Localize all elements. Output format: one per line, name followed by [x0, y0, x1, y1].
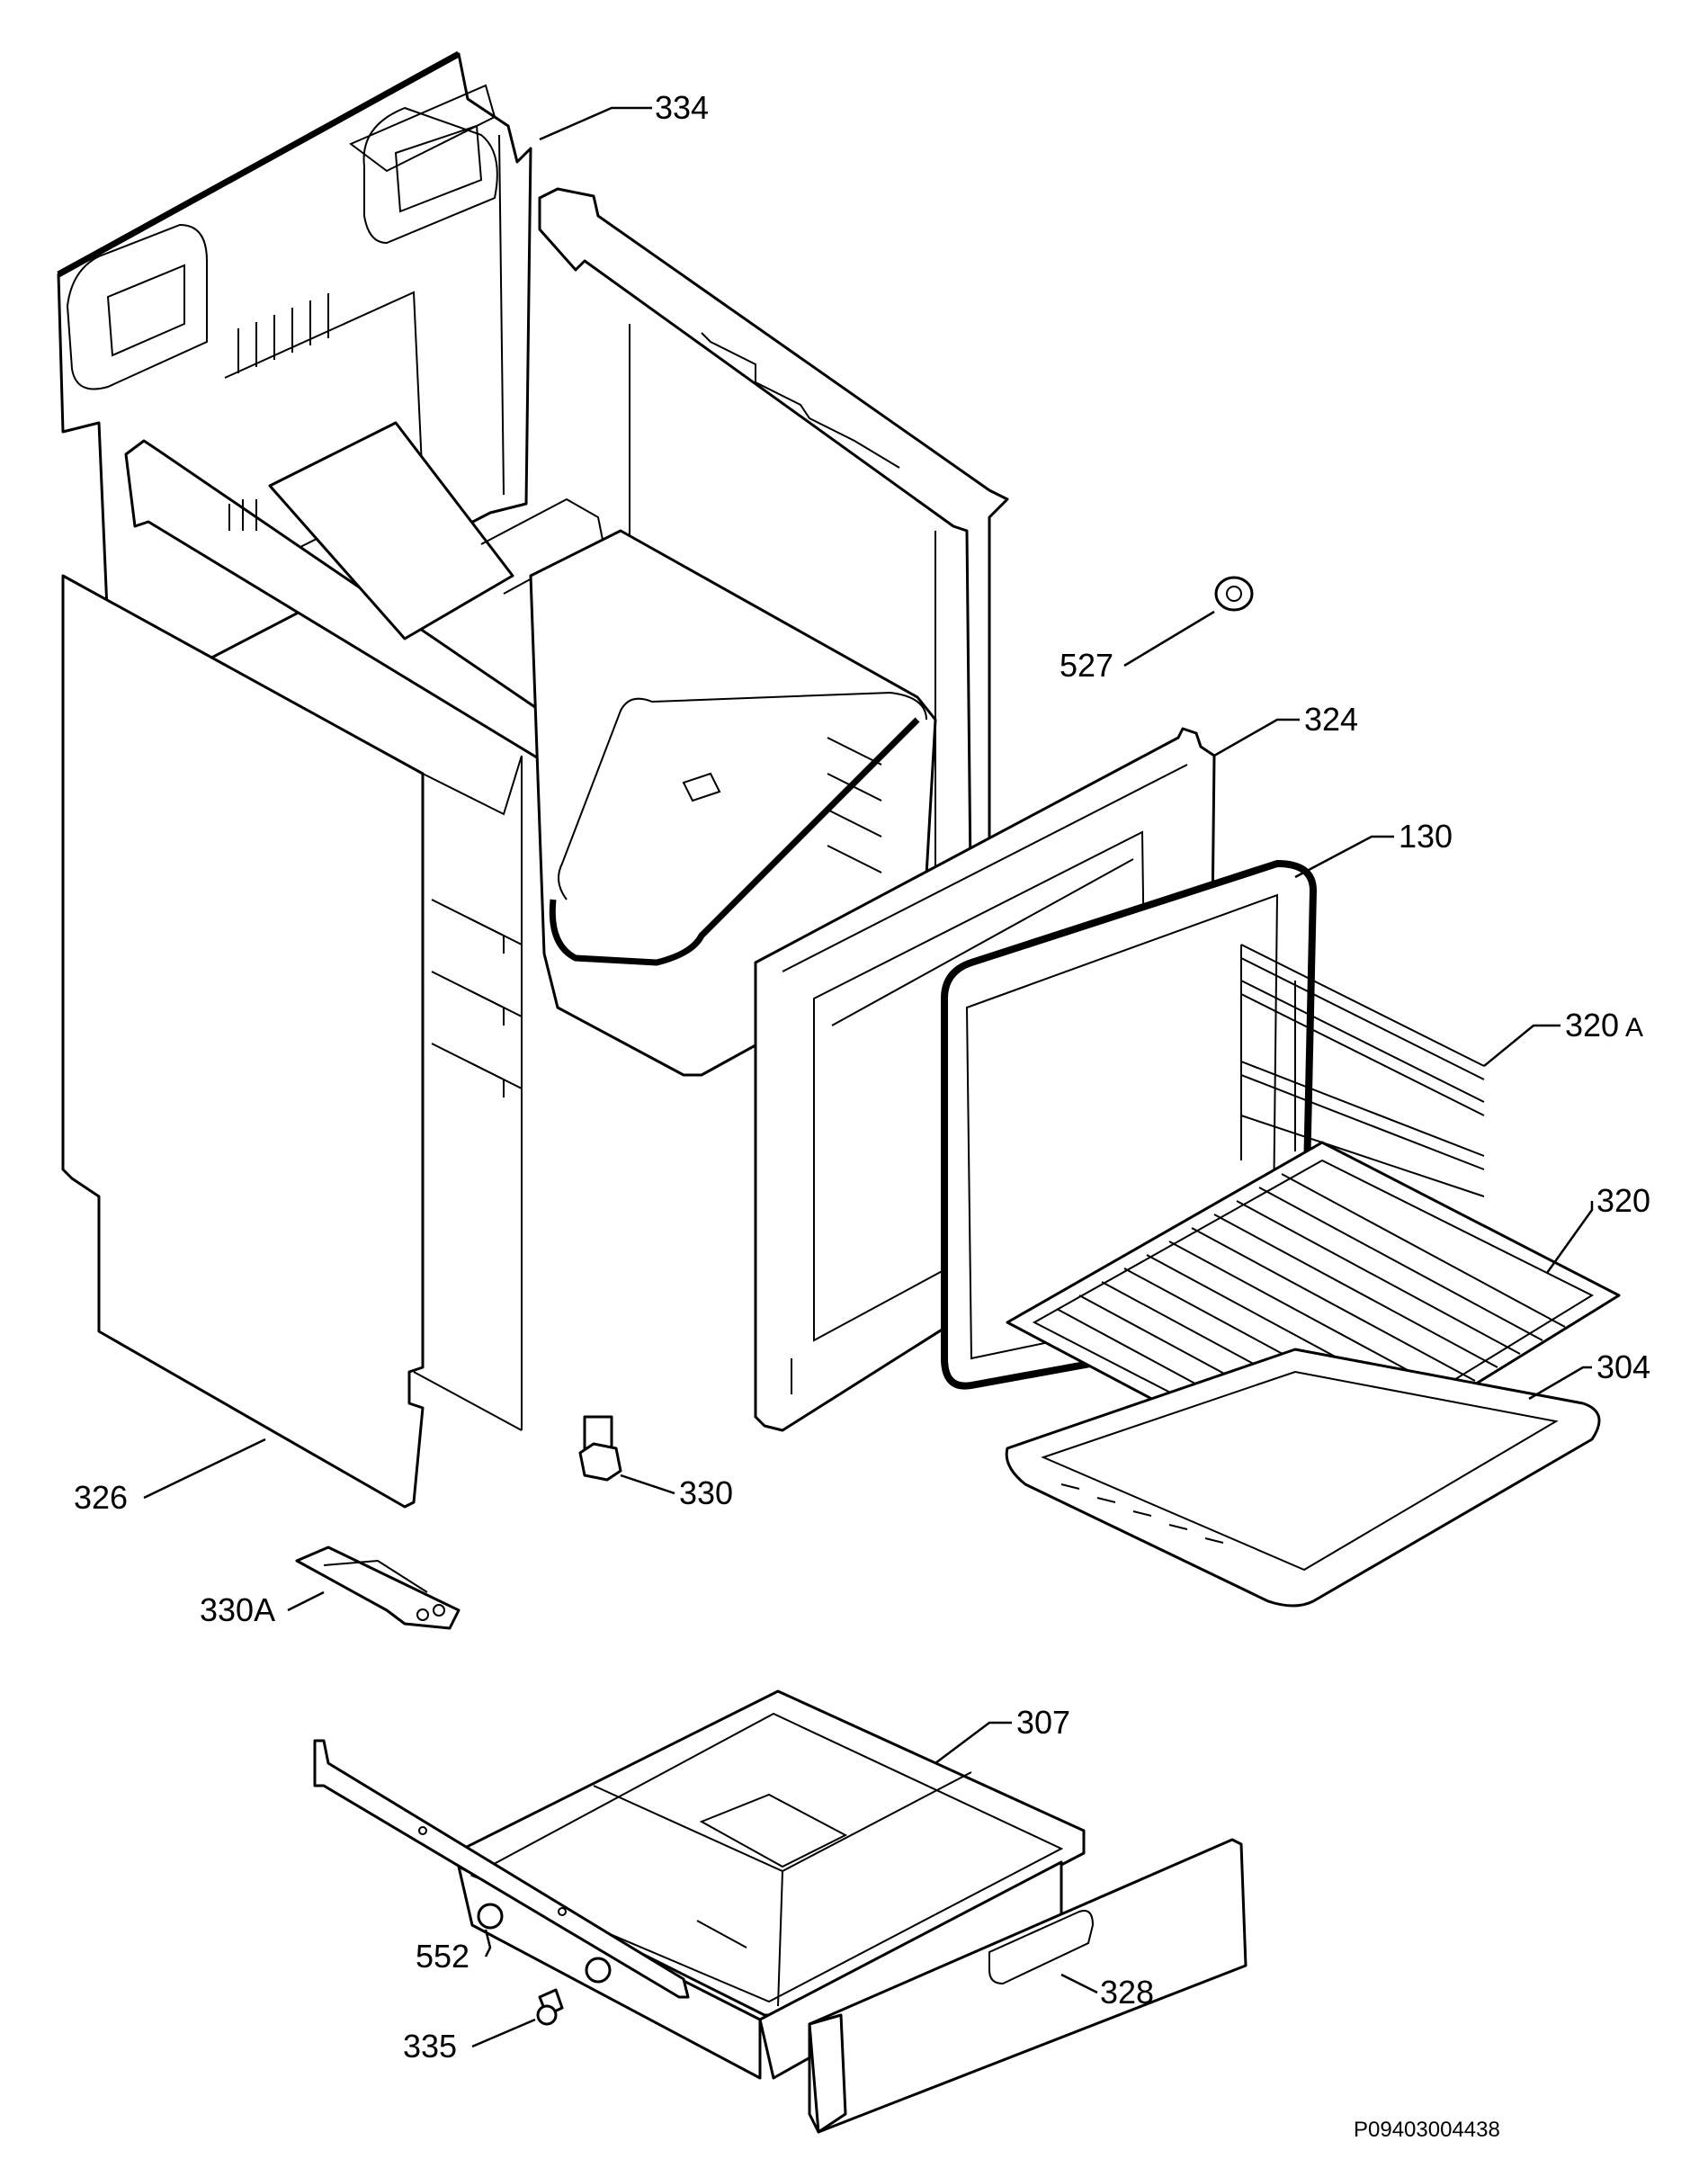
label-130: 130 [1399, 818, 1453, 855]
part-328-drawer-front [808, 1838, 1247, 2134]
part-527-grommet [1214, 576, 1254, 612]
callout-334: 334 [539, 89, 709, 141]
label-552: 552 [416, 1938, 469, 1975]
callout-326: 326 [74, 1438, 266, 1516]
drawing-code: P09403004438 [1354, 2118, 1500, 2142]
label-326: 326 [74, 1479, 128, 1516]
label-307: 307 [1016, 1704, 1070, 1741]
label-334: 334 [655, 89, 709, 126]
label-527: 527 [1060, 647, 1113, 684]
callout-324: 324 [1213, 701, 1358, 757]
callout-320: 320 [1545, 1182, 1650, 1274]
label-328: 328 [1100, 1974, 1154, 2011]
label-304: 304 [1596, 1348, 1650, 1385]
label-330: 330 [679, 1474, 733, 1511]
part-335-screw [536, 1988, 564, 2026]
label-320A: 320 [1565, 1007, 1619, 1044]
callout-330A: 330A [200, 1590, 325, 1628]
callout-335: 335 [403, 2018, 536, 2065]
callout-328: 328 [1060, 1973, 1154, 2011]
part-326-left-side-panel [61, 574, 523, 1509]
part-552-drawer-runner [313, 1739, 690, 1999]
part-330A-bracket [295, 1545, 461, 1630]
label-320A-suffix: A [1625, 1013, 1643, 1043]
label-335: 335 [403, 2028, 457, 2065]
callout-330: 330 [620, 1474, 733, 1511]
part-304-baking-tray [1005, 1348, 1601, 1608]
label-320: 320 [1596, 1182, 1650, 1219]
top-rail-and-deflector [124, 421, 604, 771]
callout-304: 304 [1528, 1348, 1650, 1401]
part-320A-shelf-supports [1240, 944, 1485, 1197]
label-330A: 330A [200, 1591, 275, 1628]
callout-552: 552 [416, 1929, 492, 1975]
callout-320A: 320 A [1483, 1007, 1643, 1067]
callout-130: 130 [1294, 818, 1453, 879]
part-330-leveling-foot [578, 1415, 622, 1482]
callout-527: 527 [1060, 610, 1215, 684]
label-324: 324 [1304, 701, 1358, 738]
callout-307: 307 [934, 1704, 1070, 1764]
